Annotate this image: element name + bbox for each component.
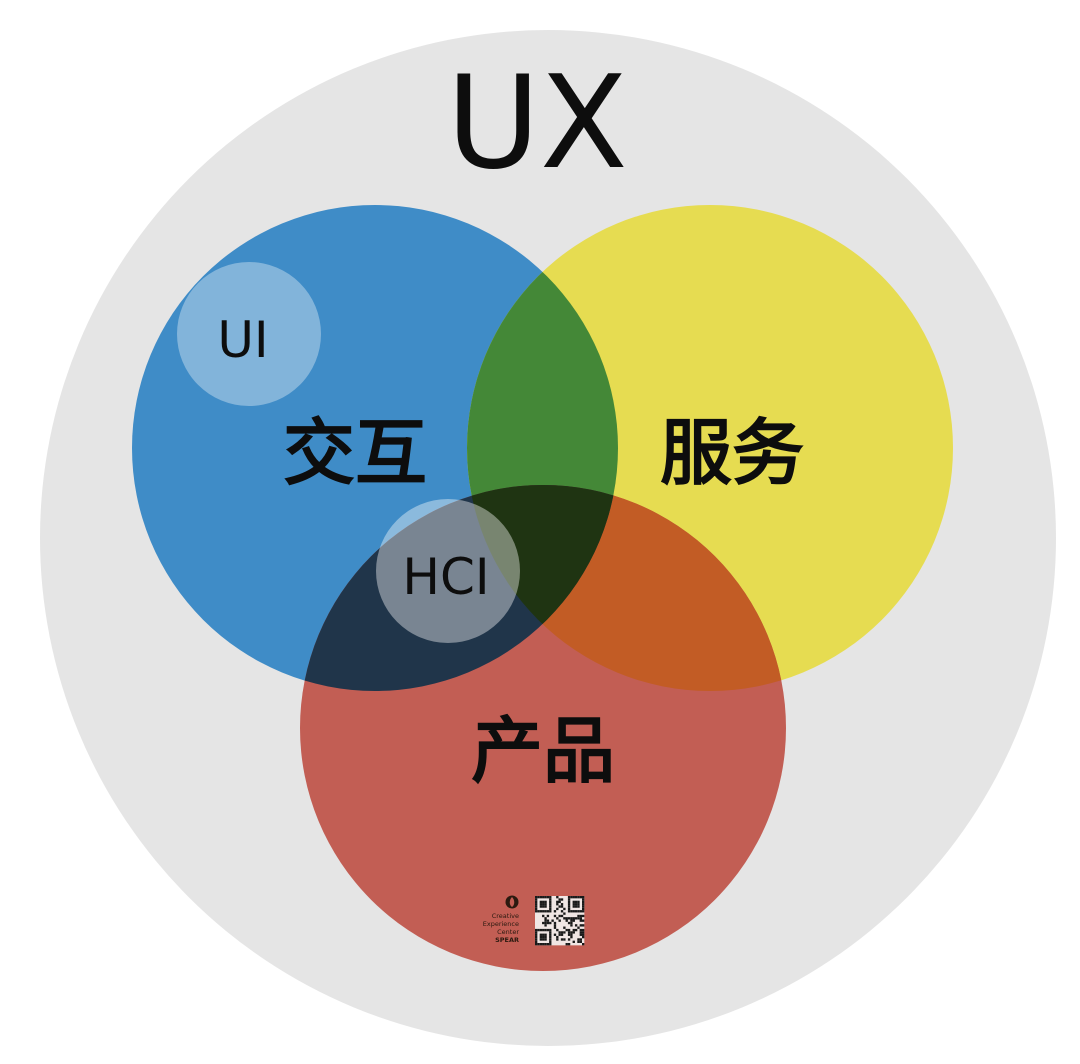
hci-circle — [376, 499, 520, 643]
ui-label: UI — [217, 311, 268, 369]
product-label: 产品 — [471, 709, 615, 793]
brand-line-2: Experience — [483, 920, 519, 928]
ux-label: UX — [446, 49, 627, 198]
brand-line-4: SPEAR — [495, 936, 519, 944]
qr-code-icon — [534, 895, 585, 946]
brand-mark: Creative Experience Center SPEAR — [483, 895, 519, 944]
brand-line-3: Center — [497, 928, 519, 936]
service-product-overlap — [467, 485, 786, 691]
ui-circle — [177, 262, 321, 406]
service-label: 服务 — [660, 411, 804, 495]
interaction-product-overlap — [300, 485, 618, 691]
interaction-label: 交互 — [283, 411, 427, 495]
brand-line-1: Creative — [492, 912, 519, 920]
hci-label: HCI — [402, 548, 489, 606]
